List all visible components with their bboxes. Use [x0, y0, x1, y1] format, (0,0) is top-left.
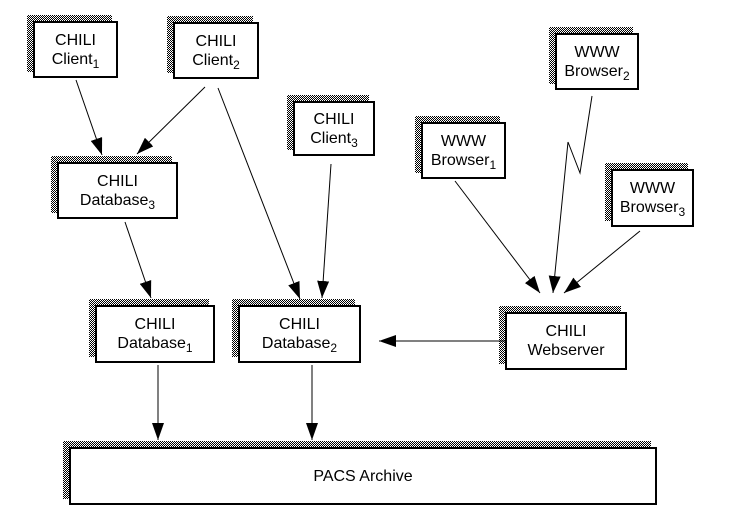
node-label-line2: Database1 [117, 335, 193, 356]
node-face: WWW Browser1 [421, 122, 506, 179]
arrow-browser2-to-webserver-zigzag [548, 95, 593, 294]
node-label-line2: Browser3 [619, 199, 686, 220]
node-face: CHILI Webserver [505, 312, 627, 370]
node-subscript: 2 [330, 341, 338, 356]
node-subscript: 1 [489, 157, 497, 172]
arrow-client1-to-database3 [75, 79, 103, 156]
node-label-line2: Database3 [79, 191, 156, 212]
node-chili-client3: CHILI Client3 [287, 95, 375, 156]
node-label-line2: Browser1 [430, 151, 497, 172]
node-subscript: 1 [92, 56, 100, 71]
node-label-line2: Webserver [527, 342, 605, 359]
node-label-line2: Client3 [310, 129, 358, 150]
node-chili-client2: CHILI Client2 [167, 16, 259, 79]
node-label-line1: CHILI [313, 110, 355, 128]
node-subscript: 2 [233, 57, 240, 72]
node-chili-database1: CHILI Database1 [89, 299, 215, 363]
node-pacs-archive: PACS Archive [63, 441, 657, 505]
node-label-line2: Client2 [192, 51, 240, 72]
node-face: CHILI Database3 [57, 162, 178, 219]
node-chili-database2: CHILI Database2 [232, 299, 361, 363]
arrow-browser1-to-webserver [454, 180, 541, 294]
node-label-line1: PACS Archive [313, 467, 413, 485]
node-label-line1: WWW [440, 132, 487, 150]
node-subscript: 1 [185, 341, 193, 356]
node-subscript: 2 [623, 68, 630, 83]
node-label-line1: CHILI [134, 316, 176, 333]
node-label-line1: CHILI [195, 32, 237, 50]
node-subscript: 3 [351, 135, 358, 150]
node-label-line2: Database2 [261, 335, 338, 356]
node-label-line1: CHILI [279, 316, 320, 333]
node-face: CHILI Database2 [238, 305, 361, 363]
node-www-browser3: WWW Browser3 [605, 163, 694, 227]
node-chili-database3: CHILI Database3 [51, 156, 178, 219]
node-chili-client1: CHILI Client1 [27, 15, 118, 78]
node-face: WWW Browser2 [555, 33, 639, 90]
node-label-line1: CHILI [97, 172, 138, 190]
node-label-line1: CHILI [55, 31, 96, 49]
node-subscript: 3 [678, 205, 686, 220]
arrow-client3-to-database2 [317, 163, 332, 299]
node-label-line2: Client1 [51, 50, 100, 71]
arrow-client2-to-database3 [136, 86, 206, 155]
node-chili-webserver: CHILI Webserver [499, 306, 627, 370]
node-www-browser2: WWW Browser2 [549, 27, 639, 90]
arrow-database3-to-database1 [124, 221, 152, 299]
node-label-line1: WWW [574, 43, 620, 61]
node-face: CHILI Client2 [173, 22, 259, 79]
node-label-line1: WWW [629, 180, 676, 197]
arrow-client2-to-database2 [217, 87, 301, 300]
node-label-line2: Browser2 [564, 62, 630, 83]
node-face: CHILI Client1 [33, 21, 118, 78]
node-face: CHILI Database1 [95, 305, 215, 363]
node-www-browser1: WWW Browser1 [415, 116, 506, 179]
node-face: WWW Browser3 [611, 169, 694, 227]
arrow-browser3-to-webserver [563, 230, 641, 294]
node-face: PACS Archive [69, 447, 657, 505]
node-subscript: 3 [148, 197, 156, 212]
node-label-line1: CHILI [545, 323, 587, 340]
node-face: CHILI Client3 [293, 101, 375, 156]
